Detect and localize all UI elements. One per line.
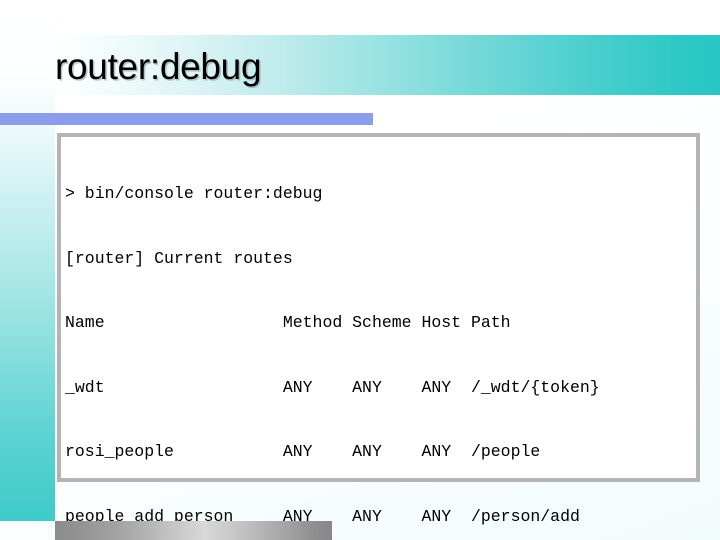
console-text-area: > bin/console router:debug [router] Curr… <box>65 140 696 540</box>
table-row: _wdt ANY ANY ANY /_wdt/{token} <box>65 377 600 397</box>
console-command-line: > bin/console router:debug <box>65 184 323 203</box>
routes-table-header: Name Method Scheme Host Path <box>65 313 511 332</box>
left-accent-strip <box>0 0 55 521</box>
console-output-box: > bin/console router:debug [router] Curr… <box>57 133 700 526</box>
title-gradient-band <box>55 35 720 95</box>
console-status-line: [router] Current routes <box>65 248 293 268</box>
bottom-gradient-bar <box>55 521 332 540</box>
page-title: router:debug <box>55 46 262 87</box>
table-row: people_add_person ANY ANY ANY /person/ad… <box>65 506 580 526</box>
table-row: rosi_people ANY ANY ANY /people <box>65 442 541 461</box>
accent-underline-bar <box>0 113 373 125</box>
